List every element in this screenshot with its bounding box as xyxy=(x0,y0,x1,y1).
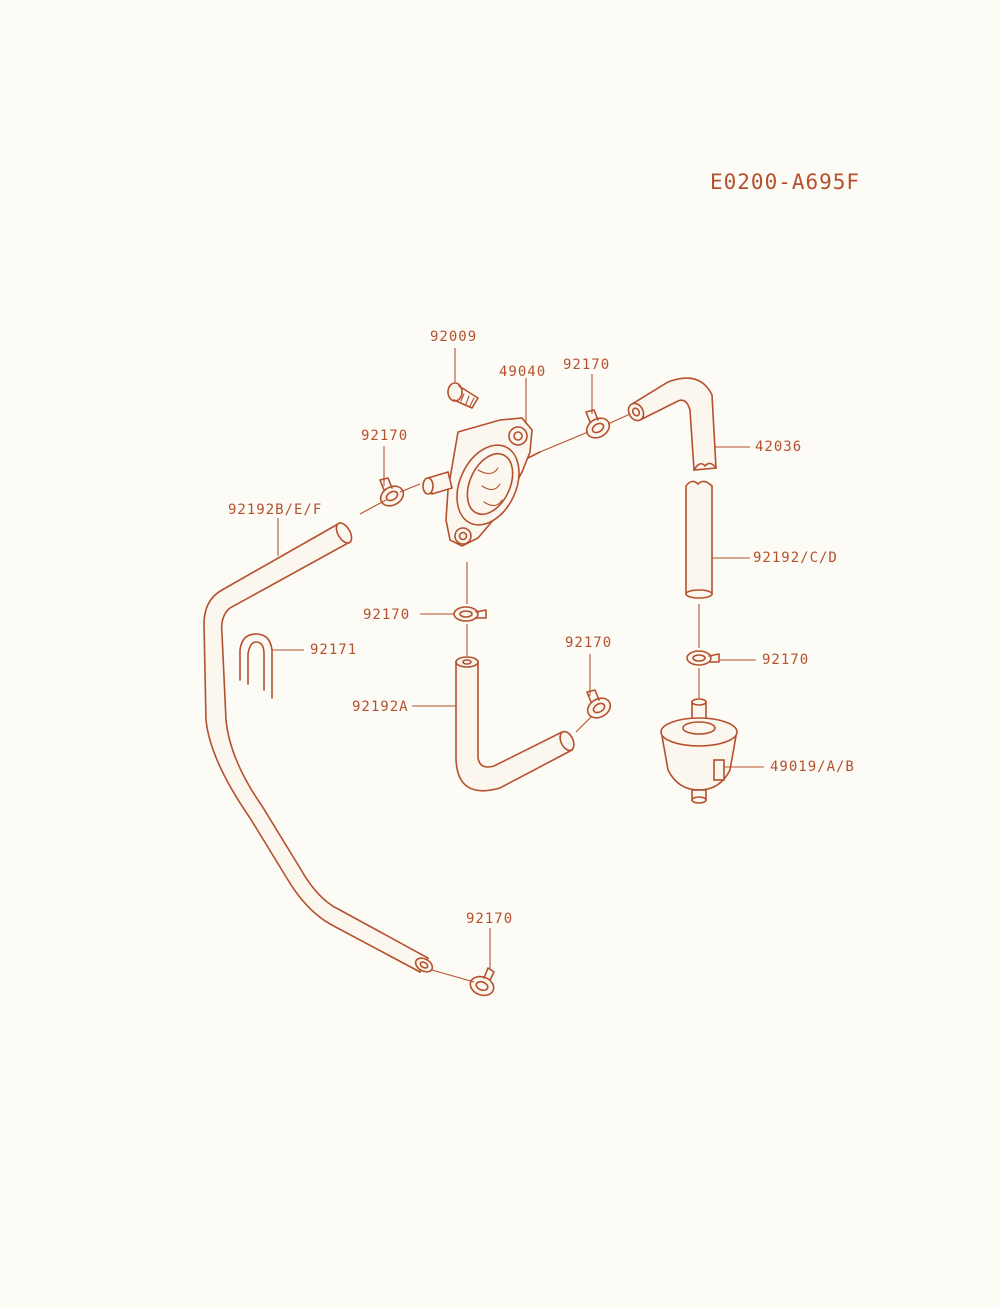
connection-lines xyxy=(359,413,700,983)
label-92170-mid: 92170 xyxy=(363,607,411,623)
label-92171: 92171 xyxy=(310,642,358,658)
label-92192b-e-f: 92192B/E/F xyxy=(228,502,323,518)
hose-42036 xyxy=(627,377,717,471)
label-92192-c-d: 92192/C/D xyxy=(753,550,838,566)
hose-92192a xyxy=(455,656,575,792)
label-49019-a-b: 49019/A/B xyxy=(770,759,855,775)
label-92170-right: 92170 xyxy=(762,652,810,668)
label-92170-bottom: 92170 xyxy=(466,911,514,927)
label-92170-top: 92170 xyxy=(563,357,611,373)
label-92192a: 92192A xyxy=(352,699,409,715)
hose-92192-cd xyxy=(685,480,713,599)
label-92009: 92009 xyxy=(430,329,478,345)
label-92170-left: 92170 xyxy=(361,428,409,444)
hose-92192-bef xyxy=(203,522,434,974)
label-42036: 42036 xyxy=(755,439,803,455)
fuel-filter xyxy=(660,698,738,804)
label-49040: 49040 xyxy=(499,364,547,380)
diagram-code: E0200-A695F xyxy=(710,170,861,194)
clip-92171 xyxy=(239,633,273,699)
label-92170-right-mid: 92170 xyxy=(565,635,613,651)
fuel-pump xyxy=(422,417,541,547)
leader-lines xyxy=(272,348,764,970)
bolt xyxy=(447,382,479,409)
clamp-92170 xyxy=(379,409,720,997)
